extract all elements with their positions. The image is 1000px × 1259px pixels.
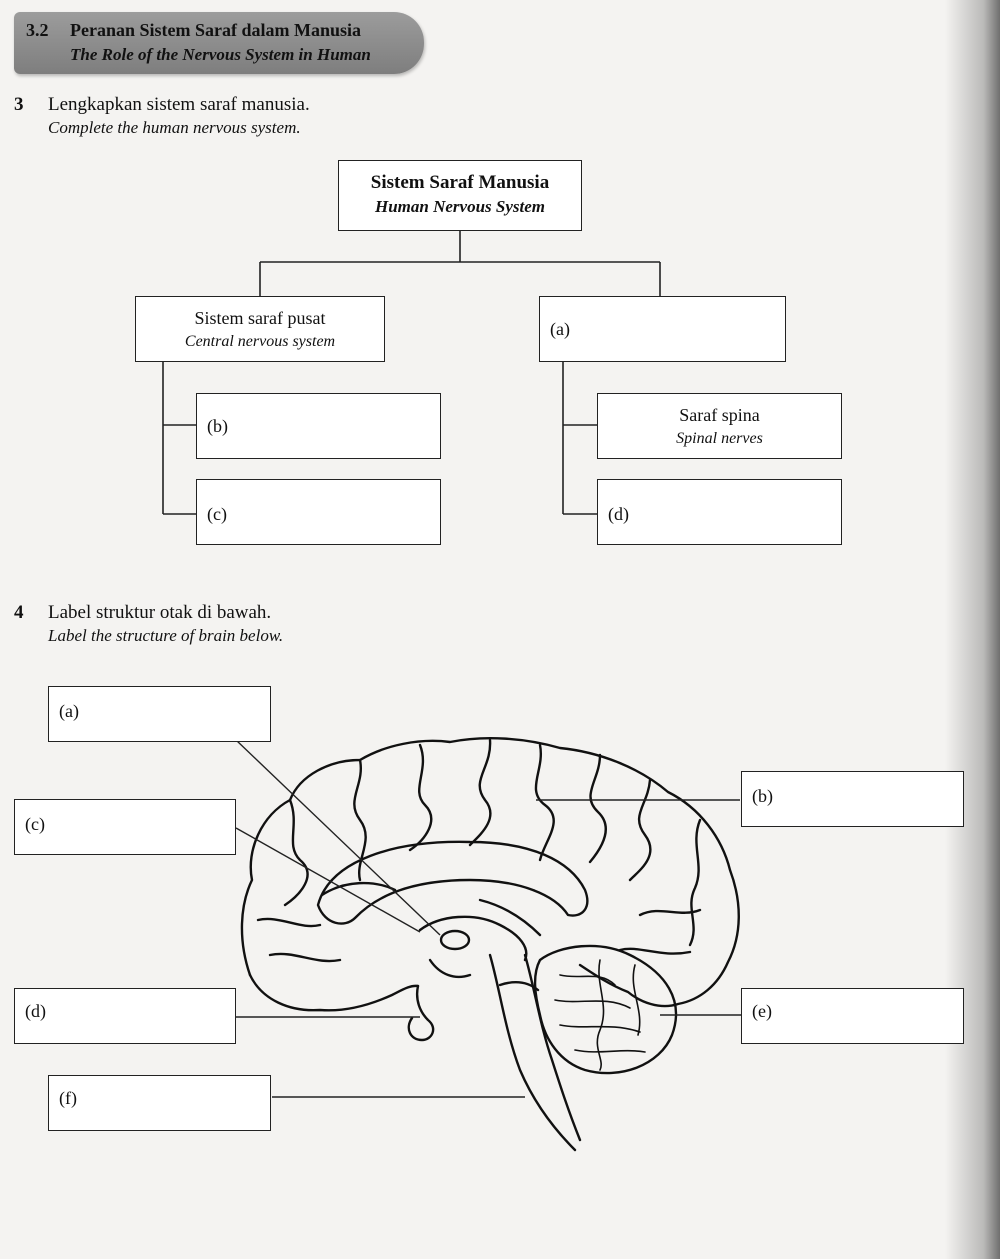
answer-box-3d[interactable]: (d) [597, 479, 842, 545]
question-3-number: 3 [14, 94, 24, 115]
answer-box-3b[interactable]: (b) [196, 393, 441, 459]
answer-box-3a-label: (a) [550, 319, 570, 339]
brain-label-f: (f) [59, 1088, 77, 1108]
section-number: 3.2 [26, 20, 49, 40]
section-subtitle: The Role of the Nervous System in Human [70, 45, 371, 64]
question-4-number: 4 [14, 602, 24, 623]
brain-label-e: (e) [752, 1001, 772, 1021]
brain-label-a: (a) [59, 701, 79, 721]
cns-label-en: Central nervous system [184, 333, 336, 350]
brain-label-box-f[interactable]: (f) [48, 1075, 271, 1131]
answer-box-3b-label: (b) [207, 416, 228, 436]
brain-label-c: (c) [25, 814, 45, 834]
brain-label-box-d[interactable]: (d) [14, 988, 236, 1044]
answer-box-3d-label: (d) [608, 504, 629, 524]
root-title-en: Human Nervous System [374, 197, 546, 216]
root-title: Sistem Saraf Manusia [370, 172, 550, 193]
section-title: Peranan Sistem Saraf dalam Manusia [70, 20, 362, 40]
brain-label-box-c[interactable]: (c) [14, 799, 236, 855]
brain-label-d: (d) [25, 1001, 46, 1021]
spinal-nerves-box: Saraf spina Spinal nerves [597, 393, 842, 459]
brain-label-b: (b) [752, 786, 773, 806]
cns-label: Sistem saraf pusat [194, 308, 326, 328]
question-3-text: Lengkapkan sistem saraf manusia. [48, 94, 310, 115]
brain-label-box-a[interactable]: (a) [48, 686, 271, 742]
question-4-text-en: Label the structure of brain below. [48, 626, 284, 645]
answer-box-3c[interactable]: (c) [196, 479, 441, 545]
page-edge-shadow [945, 0, 1000, 1259]
question-4-text: Label struktur otak di bawah. [48, 602, 272, 623]
answer-box-3c-label: (c) [207, 504, 227, 524]
answer-box-3a[interactable]: (a) [539, 296, 786, 362]
root-box-human-nervous-system: Sistem Saraf Manusia Human Nervous Syste… [338, 160, 582, 231]
spinal-label: Saraf spina [679, 405, 760, 425]
brain-label-box-b[interactable]: (b) [741, 771, 964, 827]
section-header: 3.2 Peranan Sistem Saraf dalam Manusia T… [14, 12, 424, 74]
cns-box: Sistem saraf pusat Central nervous syste… [135, 296, 385, 362]
question-3-text-en: Complete the human nervous system. [48, 118, 301, 137]
brain-label-box-e[interactable]: (e) [741, 988, 964, 1044]
spinal-label-en: Spinal nerves [676, 430, 763, 447]
